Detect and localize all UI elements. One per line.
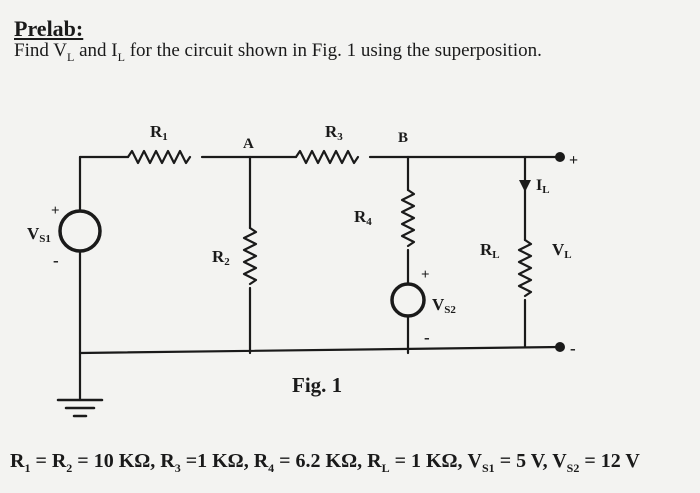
label-r3: R3 [325, 122, 343, 143]
label-vs1-plus: + [51, 203, 60, 219]
task-statement: Find VL and IL for the circuit shown in … [14, 40, 542, 64]
label-vs2: VS2 [432, 295, 456, 316]
label-vs1: VS1 [27, 224, 51, 245]
label-vl-plus: + [569, 152, 578, 169]
source-vs1 [58, 209, 102, 253]
label-vs1-minus: - [53, 251, 59, 270]
ground-symbol [56, 398, 104, 418]
resistor-r1 [126, 149, 192, 165]
resistor-r3 [294, 149, 360, 165]
label-r2: R2 [212, 247, 230, 268]
resistor-r4 [400, 188, 416, 248]
label-rl: RL [480, 240, 500, 261]
figure-caption: Fig. 1 [292, 373, 342, 397]
label-vl: VL [552, 240, 572, 261]
label-vl-minus: - [570, 339, 576, 358]
resistor-r2 [242, 226, 258, 286]
component-values: R1 = R2 = 10 KΩ, R3 =1 KΩ, R4 = 6.2 KΩ, … [10, 450, 640, 475]
label-vs2-plus: + [421, 267, 430, 283]
terminal-top [555, 152, 565, 162]
label-node-a: A [243, 136, 254, 152]
label-r4: R4 [354, 207, 372, 228]
label-vs2-minus: - [424, 328, 430, 347]
prelab-heading: Prelab: [14, 16, 84, 41]
terminal-bottom [555, 342, 565, 352]
label-il: IL [536, 177, 550, 196]
label-node-b: B [398, 130, 408, 146]
label-r1: R1 [150, 122, 168, 143]
resistor-rl [517, 238, 533, 298]
wire-bottom [78, 345, 562, 355]
arrow-il [519, 180, 531, 192]
source-vs2 [390, 282, 426, 318]
